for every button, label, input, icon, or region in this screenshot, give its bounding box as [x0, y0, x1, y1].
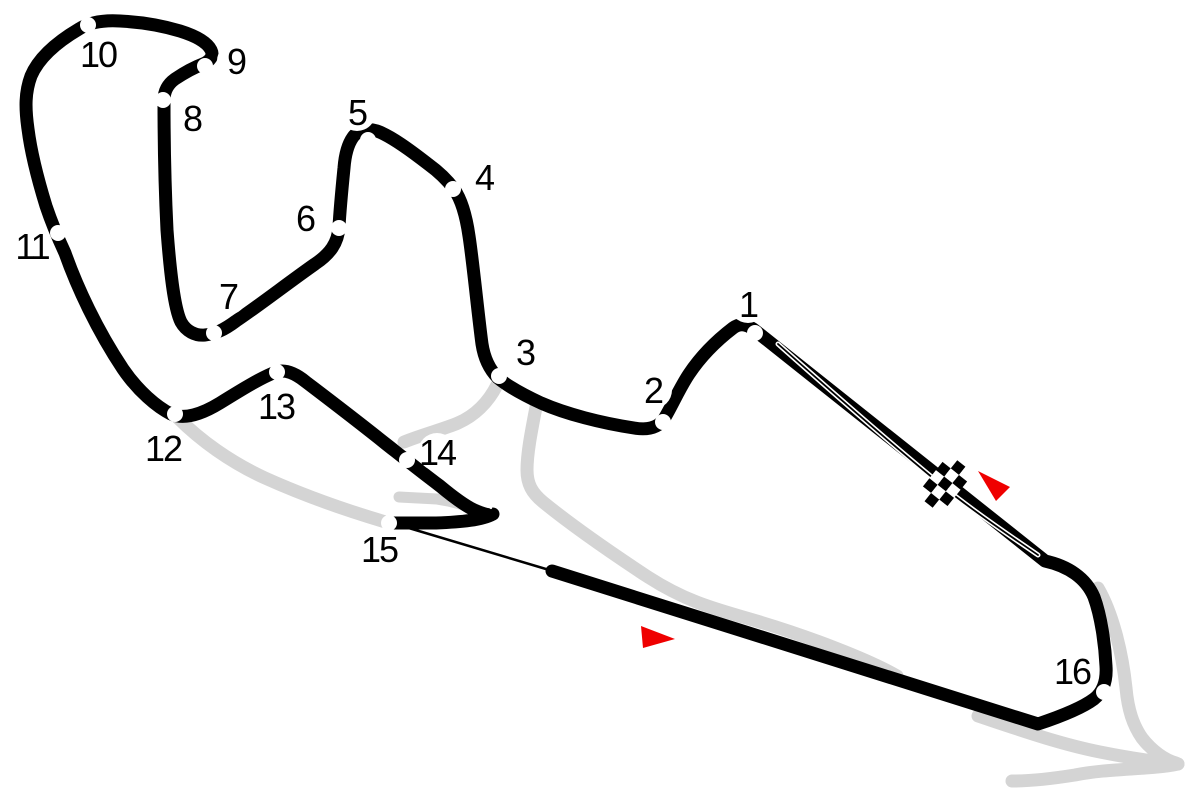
corner-marker-1: 1 — [729, 284, 767, 325]
corner-number-label: 2 — [644, 370, 663, 411]
checker-cell — [931, 484, 946, 500]
corner-6-apex-dot — [331, 220, 347, 236]
checker-cell — [939, 491, 955, 507]
corner-8-apex-dot — [155, 92, 171, 108]
corner-number-label: 6 — [296, 198, 315, 239]
corner-4-apex-dot — [445, 181, 461, 197]
corner-badge-circle — [506, 333, 544, 371]
corner-marker-11: 11 — [13, 226, 52, 267]
corner-marker-6: 6 — [286, 198, 324, 239]
corner-10-apex-dot — [80, 17, 96, 33]
checker-cell — [952, 474, 968, 490]
checker-cell — [944, 468, 959, 484]
checker-cell — [922, 478, 938, 494]
alt-link-turn12-to-turn15 — [171, 411, 396, 530]
checker-cell — [924, 493, 940, 508]
checker-cell — [945, 483, 961, 498]
corner-15-apex-dot — [381, 515, 397, 531]
corner-badge-circle — [286, 199, 324, 237]
corner-number-label: 10 — [80, 34, 117, 75]
main-track-path — [19, 14, 1113, 731]
corner-badge-circle — [1053, 652, 1091, 690]
corner-3-apex-dot — [491, 368, 507, 384]
corner-marker-8: 8 — [173, 98, 211, 139]
corner-marker-5: 5 — [338, 92, 376, 133]
corner-13-apex-dot — [269, 364, 285, 380]
corner-number-label: 9 — [227, 41, 246, 82]
checker-cell — [932, 499, 948, 515]
corner-number-label: 7 — [219, 276, 238, 317]
checker-cell — [929, 470, 945, 485]
corner-11-apex-dot — [50, 225, 66, 241]
corner-7-apex-dot — [206, 325, 222, 341]
corner-marker-14: 14 — [418, 432, 458, 473]
corner-number-label: 8 — [183, 98, 202, 139]
corner-badge-circle — [257, 387, 295, 425]
corner-badge-circle — [338, 93, 376, 131]
corner-marker-16: 16 — [1053, 651, 1093, 692]
corner-badge-circle — [173, 99, 211, 137]
corner-badge-circle — [144, 429, 182, 467]
corner-12-apex-dot — [167, 406, 183, 422]
corner-marker-15: 15 — [360, 529, 400, 570]
alt-shortcut-turn3-to-turn14 — [397, 378, 504, 449]
checker-cell — [950, 460, 966, 475]
corner-badge-circle — [418, 433, 456, 471]
checker-cell — [942, 453, 958, 469]
direction-arrow-back-straight — [641, 626, 675, 648]
alt-southeast-loop-down — [1091, 581, 1183, 770]
corner-badge-circle — [79, 35, 117, 73]
corner-2-apex-dot — [655, 414, 671, 430]
corner-number-label: 5 — [348, 92, 367, 133]
corner-marker-7: 7 — [209, 276, 247, 317]
corner-number-label: 15 — [361, 529, 398, 570]
corner-marker-12: 12 — [144, 428, 184, 469]
corner-5-apex-dot — [360, 132, 376, 148]
corner-marker-4: 4 — [465, 157, 503, 198]
checker-cell — [958, 466, 974, 482]
corner-badge-circle — [209, 277, 247, 315]
checker-cell — [916, 486, 932, 502]
corner-badge-circle — [13, 227, 51, 265]
corner-marker-3: 3 — [506, 332, 544, 373]
corner-number-label: 16 — [1054, 651, 1091, 692]
alt-southeast-loop-return — [1005, 757, 1185, 788]
corner-number-label: 11 — [15, 226, 49, 267]
corner-marker-2: 2 — [634, 370, 672, 411]
corner-number-label: 3 — [516, 332, 535, 373]
corner-badge-circle — [465, 158, 503, 196]
corner-marker-10: 10 — [79, 34, 119, 75]
corner-badge-circle — [360, 530, 398, 568]
corner-marker-9: 9 — [217, 41, 255, 82]
direction-arrow-main-straight — [978, 471, 1010, 501]
alt-link-turn3-to-back-straight — [520, 395, 904, 683]
corner-badge-circle — [634, 371, 672, 409]
checker-cell — [937, 476, 953, 492]
checker-cell — [935, 461, 951, 477]
corner-16-apex-dot — [1096, 684, 1112, 700]
corner-1-apex-dot — [747, 325, 763, 341]
corner-number-label: 4 — [475, 157, 494, 198]
corner-14-apex-dot — [399, 452, 415, 468]
corner-number-label: 13 — [258, 386, 295, 427]
corner-marker-13: 13 — [257, 386, 297, 427]
corner-number-label: 1 — [739, 284, 758, 325]
corner-badge-circle — [217, 42, 255, 80]
track-connector-line — [390, 521, 558, 574]
corner-number-label: 12 — [145, 428, 182, 469]
corner-9-apex-dot — [197, 58, 213, 74]
corner-number-label: 14 — [419, 432, 456, 473]
start-finish-checkers — [916, 453, 974, 515]
corner-badge-circle — [729, 285, 767, 323]
